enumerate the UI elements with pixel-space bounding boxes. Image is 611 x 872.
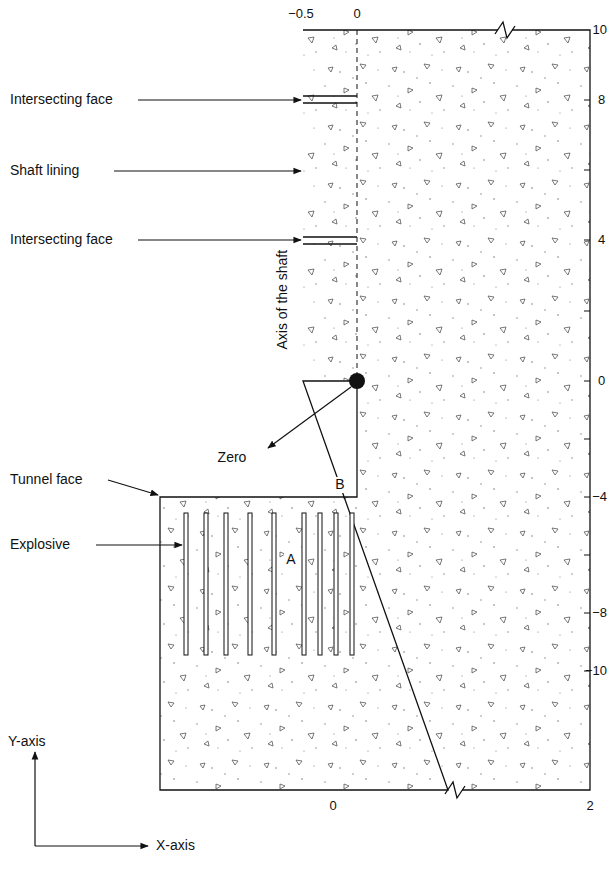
axis-number: −0.5: [286, 7, 316, 21]
axis-number: −10: [583, 664, 609, 678]
part-label: Explosive: [8, 537, 72, 552]
point-label: A: [284, 552, 297, 567]
point-label: B: [333, 477, 346, 492]
axis-number: 0: [327, 799, 338, 813]
axis-number: −4: [590, 490, 609, 504]
axis-label: X-axis: [154, 838, 197, 853]
part-label: Axis of the shaft: [275, 248, 290, 352]
part-label: Intersecting face: [8, 232, 115, 247]
axis-number: −8: [590, 606, 609, 620]
axis-number: 2: [584, 799, 595, 813]
point-label: Zero: [216, 450, 249, 465]
axis-number: 0: [596, 374, 607, 388]
axis-number: 4: [596, 233, 607, 247]
part-label: Shaft lining: [8, 163, 81, 178]
axis-label: Y-axis: [6, 734, 48, 749]
axis-number: 0: [351, 7, 362, 21]
part-label: Intersecting face: [8, 92, 115, 107]
part-label: Tunnel face: [8, 472, 85, 487]
axis-number: 8: [596, 93, 607, 107]
axis-number: 10: [591, 23, 609, 37]
